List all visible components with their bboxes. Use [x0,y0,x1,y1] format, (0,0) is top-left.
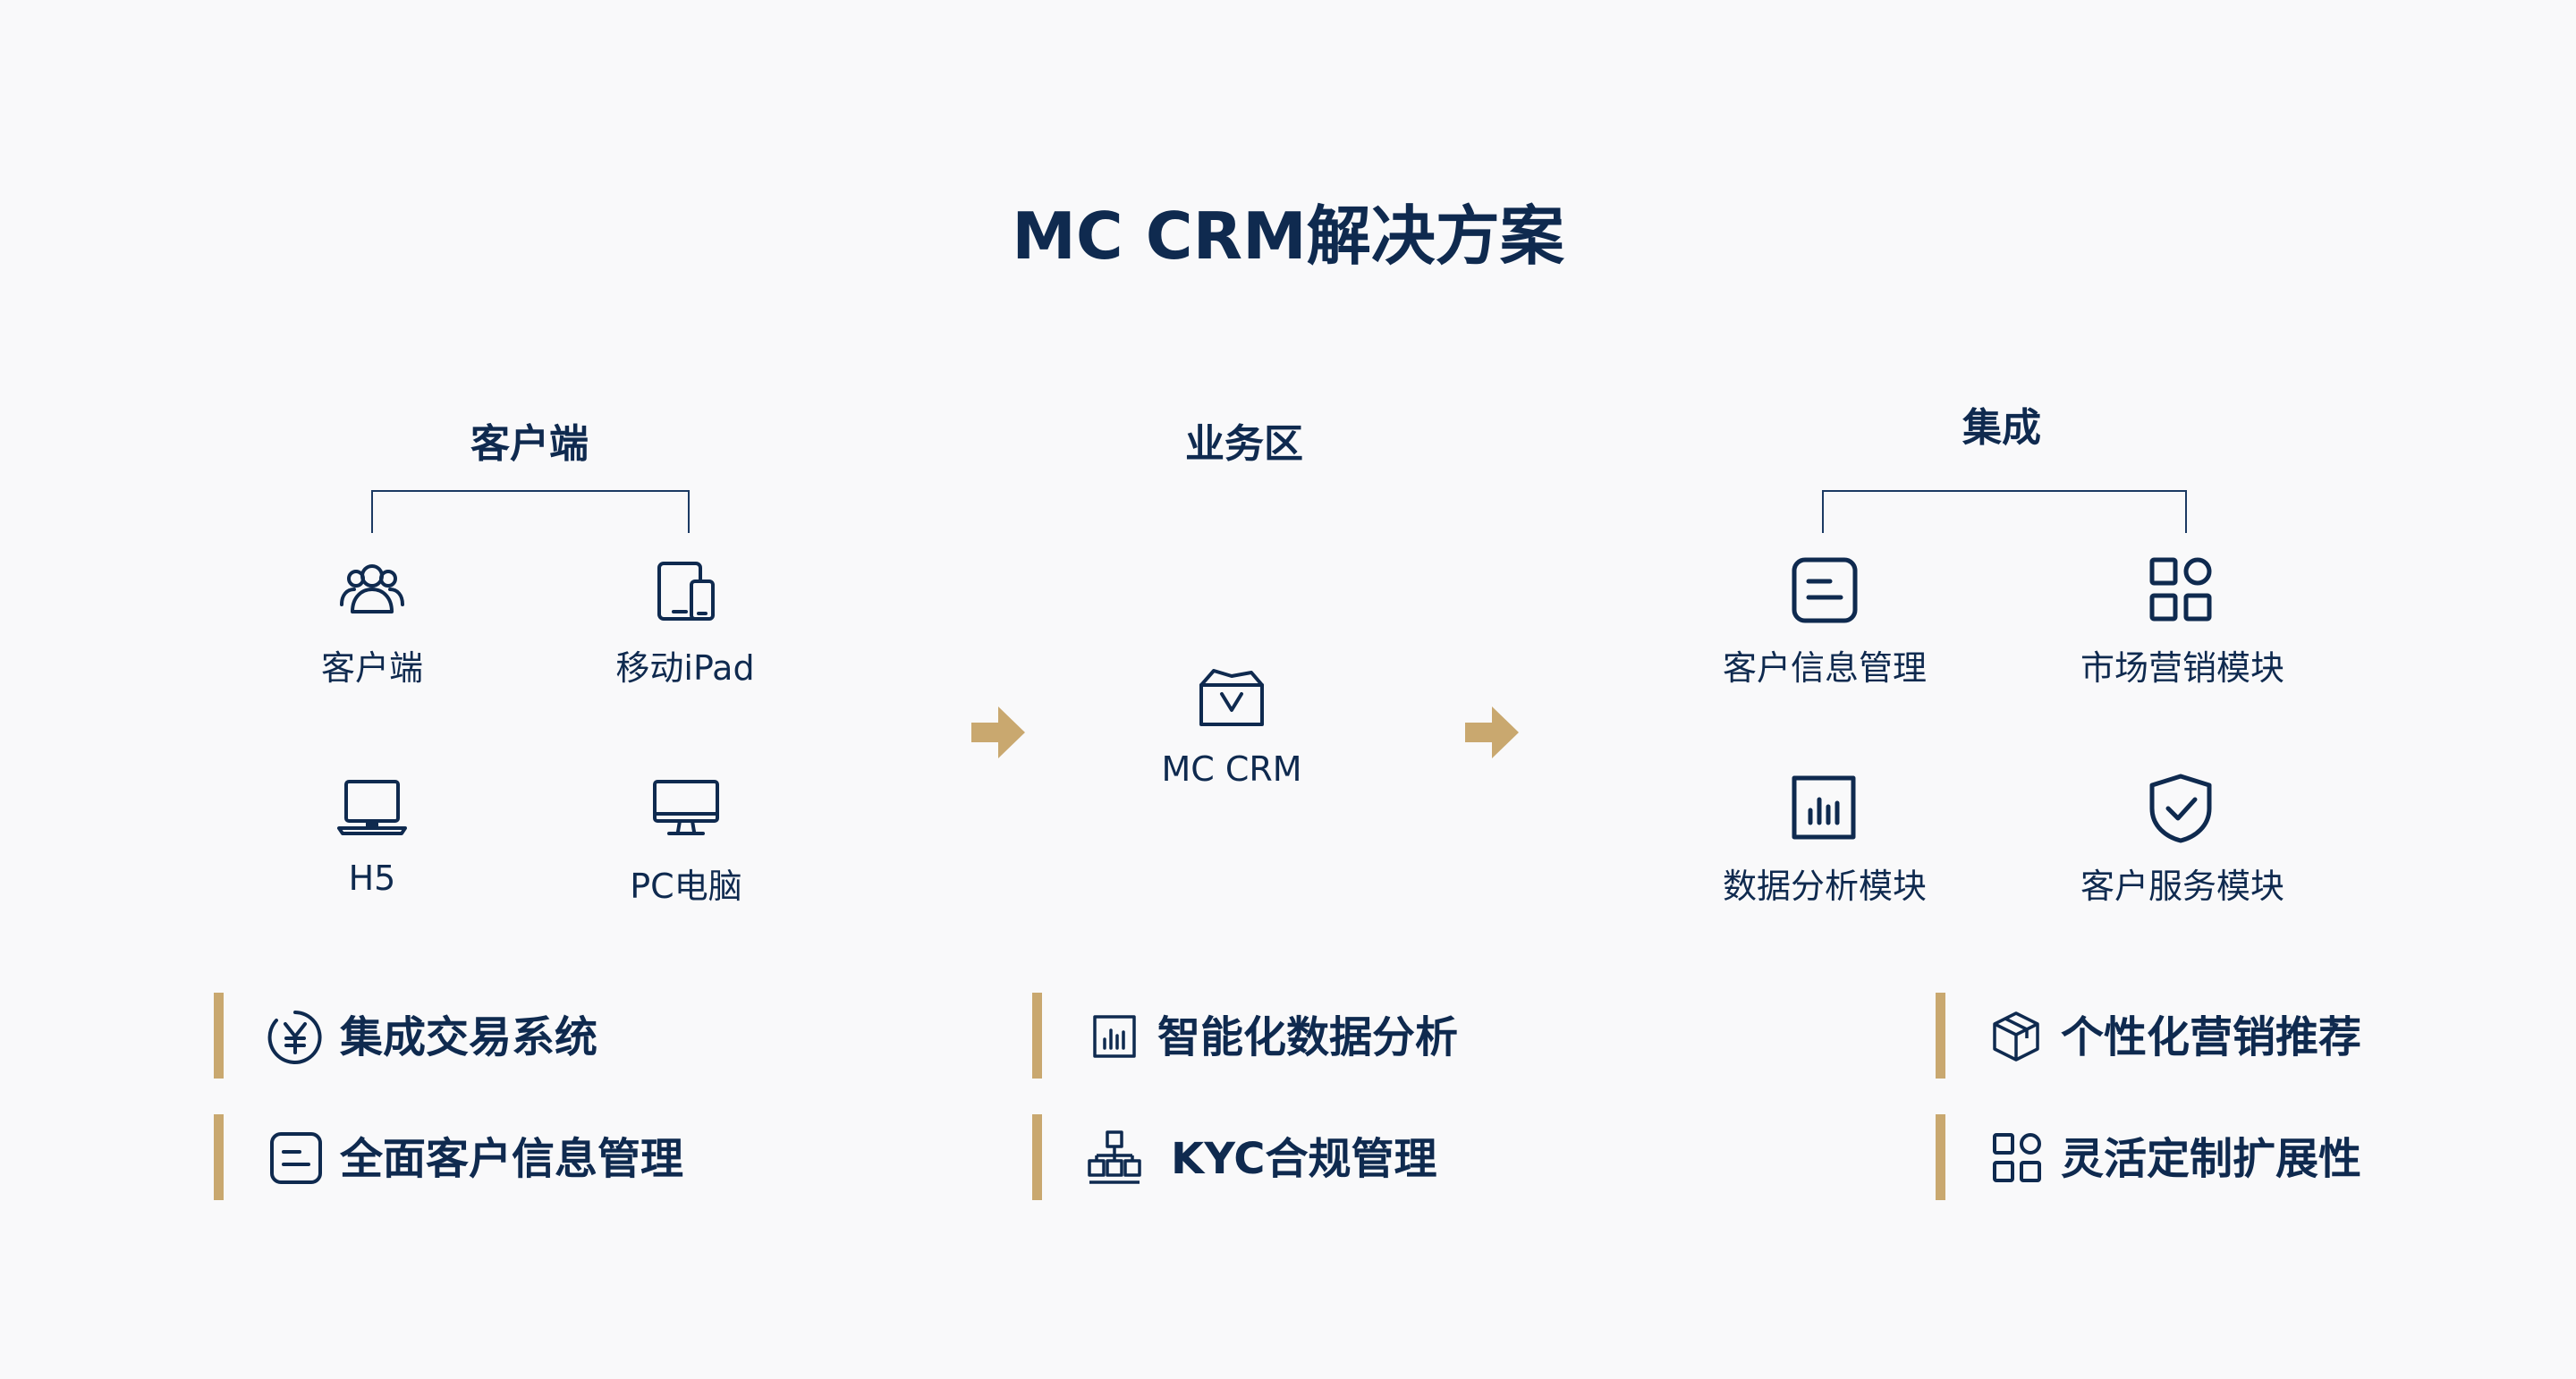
client-bracket [371,490,690,533]
client-item-label: PC电脑 [630,867,742,906]
feature-accent-bar [214,1114,224,1200]
section-title-integration: 集成 [1962,405,2041,451]
feature-accent-bar [1032,1114,1042,1200]
feature-accent-bar [1032,993,1042,1079]
integration-bracket [1822,490,2187,533]
feature-text: 个性化营销推荐 [2061,1012,2362,1062]
grid-apps-icon [2148,556,2215,622]
integration-item-label: 客户信息管理 [1722,648,1927,688]
section-title-business: 业务区 [1185,421,1303,467]
integration-item-label: 客户服务模块 [2080,867,2284,906]
client-item-label: 客户端 [320,648,423,688]
feature-text: KYC合规管理 [1171,1134,1437,1184]
client-item-label: 移动iPad [615,648,755,688]
cube-icon [1991,1011,2041,1062]
tablet-phone-icon [656,560,716,622]
page-title: MC CRM解决方案 [1012,199,1564,274]
feature-text: 集成交易系统 [340,1012,598,1062]
org-chart-icon [1088,1130,1141,1186]
feature-accent-bar [1936,993,1945,1079]
section-title-client: 客户端 [470,421,589,467]
business-item-label: MC CRM [1161,749,1302,789]
client-item-label: H5 [348,859,396,898]
laptop-icon [337,778,407,835]
feature-accent-bar [1936,1114,1945,1200]
grid-apps-icon [1992,1132,2044,1184]
list-card-icon [269,1131,323,1185]
feature-accent-bar [214,993,224,1079]
feature-text: 智能化数据分析 [1157,1012,1459,1062]
arrow-right-icon [970,705,1027,760]
bar-chart-icon [1092,1014,1137,1059]
monitor-icon [651,778,721,839]
yen-circle-icon [267,1010,323,1065]
feature-text: 全面客户信息管理 [340,1134,684,1184]
arrow-right-icon [1463,705,1521,760]
integration-item-label: 数据分析模块 [1722,867,1927,906]
list-card-icon [1791,556,1859,624]
shield-check-icon [2148,773,2213,844]
feature-text: 灵活定制扩展性 [2061,1134,2362,1184]
integration-item-label: 市场营销模块 [2080,648,2284,688]
folder-check-icon [1196,667,1267,730]
bar-chart-icon [1791,774,1857,841]
users-icon [338,562,406,615]
